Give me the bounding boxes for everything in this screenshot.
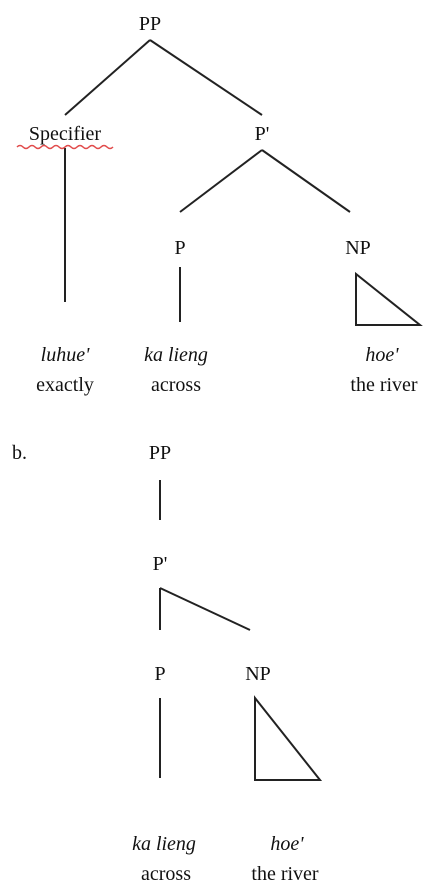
word-hoe-b: hoe' xyxy=(270,833,304,855)
branch-pbar-p xyxy=(179,149,263,213)
gloss-across-b: across xyxy=(141,863,191,885)
node-p-a: P xyxy=(174,237,185,259)
label-b: b. xyxy=(12,442,27,464)
np-triangle-b xyxy=(254,695,323,781)
node-pp-b: PP xyxy=(149,442,171,464)
tree-a: PP Specifier P' P NP luhue' exactly ka l… xyxy=(16,13,423,396)
node-specifier: Specifier xyxy=(29,123,102,145)
spelling-underline xyxy=(16,144,114,150)
node-pbar-a: P' xyxy=(255,123,270,145)
node-pp-a: PP xyxy=(139,13,161,35)
branch-pbar-np xyxy=(261,149,351,213)
tree-b: b. PP P' P NP ka lieng across hoe' the r… xyxy=(12,442,323,885)
node-np-a: NP xyxy=(345,237,371,259)
word-hoe-a: hoe' xyxy=(365,344,399,366)
gloss-exactly: exactly xyxy=(36,374,94,396)
branch-pp-pbar xyxy=(149,39,263,116)
gloss-the-river-b: the river xyxy=(251,863,319,885)
node-pbar-b: P' xyxy=(153,553,168,575)
gloss-across-a: across xyxy=(151,374,201,396)
word-luhue: luhue' xyxy=(41,344,90,366)
np-triangle-a xyxy=(355,271,423,326)
node-np-b: NP xyxy=(245,663,271,685)
node-p-b: P xyxy=(154,663,165,685)
word-ka-lieng-a: ka lieng xyxy=(144,344,208,366)
gloss-the-river-a: the river xyxy=(350,374,418,396)
branch-pp-specifier xyxy=(64,39,151,116)
word-ka-lieng-b: ka lieng xyxy=(132,833,196,855)
branch-pbar-np-b xyxy=(159,587,251,631)
